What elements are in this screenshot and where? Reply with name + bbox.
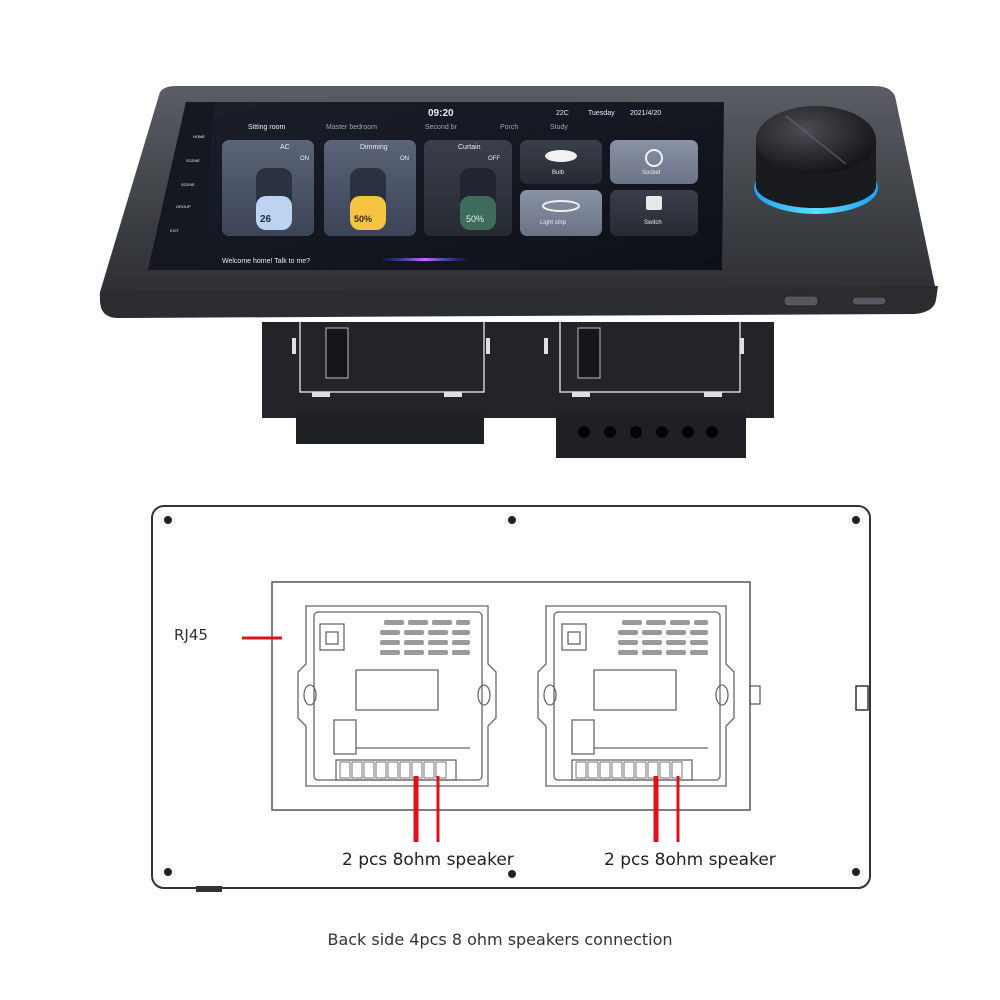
rj45-port-left (319, 623, 345, 651)
sidebar-item-scene-1[interactable]: SCENE (186, 158, 200, 163)
bottom-tab (196, 886, 222, 892)
vents-right (618, 620, 708, 655)
ac-card-label: AC (280, 144, 290, 151)
knob-body-bottom (756, 164, 876, 208)
dimming-card-value: 50% (354, 214, 373, 224)
light-strip-icon (542, 200, 580, 212)
light-strip-tile (520, 190, 602, 236)
back-side-diagram (151, 505, 871, 892)
connector-right (577, 327, 601, 379)
sidebar-item-group[interactable]: GROUP (176, 204, 191, 209)
voice-wave (380, 258, 470, 261)
curtain-card-value: 50% (466, 214, 485, 224)
curtain-slider-fill (460, 196, 496, 230)
panel-edge (100, 286, 938, 318)
speaker-wires-left (413, 776, 440, 842)
switch-icon (646, 196, 662, 210)
ac-card-state[interactable]: ON (300, 156, 309, 162)
mount-plates (299, 322, 741, 393)
dimming-card-label: Dimming (360, 144, 388, 151)
switch-tile-label[interactable]: Switch (644, 220, 662, 226)
screen-time: 09:20 (428, 108, 454, 119)
ac-card-value: 26 (260, 214, 272, 225)
curtain-card-state[interactable]: OFF (488, 156, 500, 162)
speaker-label-right: 2 pcs 8ohm speaker (604, 850, 776, 870)
terminal-block-right (575, 761, 683, 779)
switch-tile (610, 190, 698, 236)
knob-highlight (785, 115, 847, 165)
screen-sidebar (148, 102, 214, 270)
ac-slider-fill (256, 196, 292, 230)
module-right (537, 605, 735, 787)
mount-holes (164, 516, 860, 878)
side-tab (855, 685, 869, 711)
smart-panel-device (99, 86, 938, 458)
screen-date: 2021/4/20 (630, 110, 662, 117)
tab-sitting-room[interactable]: Sitting room (248, 124, 286, 131)
screen-day: Tuesday (588, 110, 615, 117)
speaker-wires-right (653, 776, 680, 842)
tab-master-bedroom[interactable]: Master bedroom (326, 124, 377, 131)
socket-tile-label[interactable]: Socket (642, 170, 661, 176)
mount-clips (292, 338, 744, 397)
usb-c-port (851, 296, 887, 306)
curtain-card-label: Curtain (458, 144, 481, 151)
usb-port (783, 295, 819, 307)
sidebar-item-home[interactable]: HOME (193, 134, 205, 139)
rj45-port-right (561, 623, 587, 651)
diagram-caption: Back side 4pcs 8 ohm speakers connection (327, 930, 673, 949)
inner-frame (271, 581, 751, 811)
sidebar-item-scene-2[interactable]: SCENE (181, 182, 195, 187)
tab-study[interactable]: Study (550, 124, 568, 131)
terminal-holes (578, 426, 718, 438)
bulb-tile-label[interactable]: Bulb (552, 170, 565, 176)
bulb-icon (545, 150, 577, 162)
back-plate (151, 505, 871, 889)
rj45-label: RJ45 (174, 626, 208, 644)
tab-porch[interactable]: Porch (500, 124, 519, 131)
voice-prompt[interactable]: Welcome home! Talk to me? (222, 258, 311, 265)
screen-temperature: 22C (556, 110, 569, 117)
terminal-block-left (339, 761, 447, 779)
module-left (297, 605, 497, 787)
back-box-left-block (296, 412, 484, 444)
light-strip-tile-label[interactable]: Light strip (540, 220, 567, 226)
socket-tile (610, 140, 698, 184)
tab-second-br[interactable]: Second br (425, 124, 457, 131)
speaker-label-left: 2 pcs 8ohm speaker (342, 850, 514, 870)
socket-icon (645, 149, 663, 167)
inner-tab (749, 685, 761, 705)
dimming-slider-fill (350, 196, 386, 230)
sidebar-item-exit[interactable]: EXIT (170, 228, 179, 233)
dimming-card-state[interactable]: ON (400, 156, 409, 162)
vents-left (380, 620, 470, 655)
connector-left (325, 327, 349, 379)
